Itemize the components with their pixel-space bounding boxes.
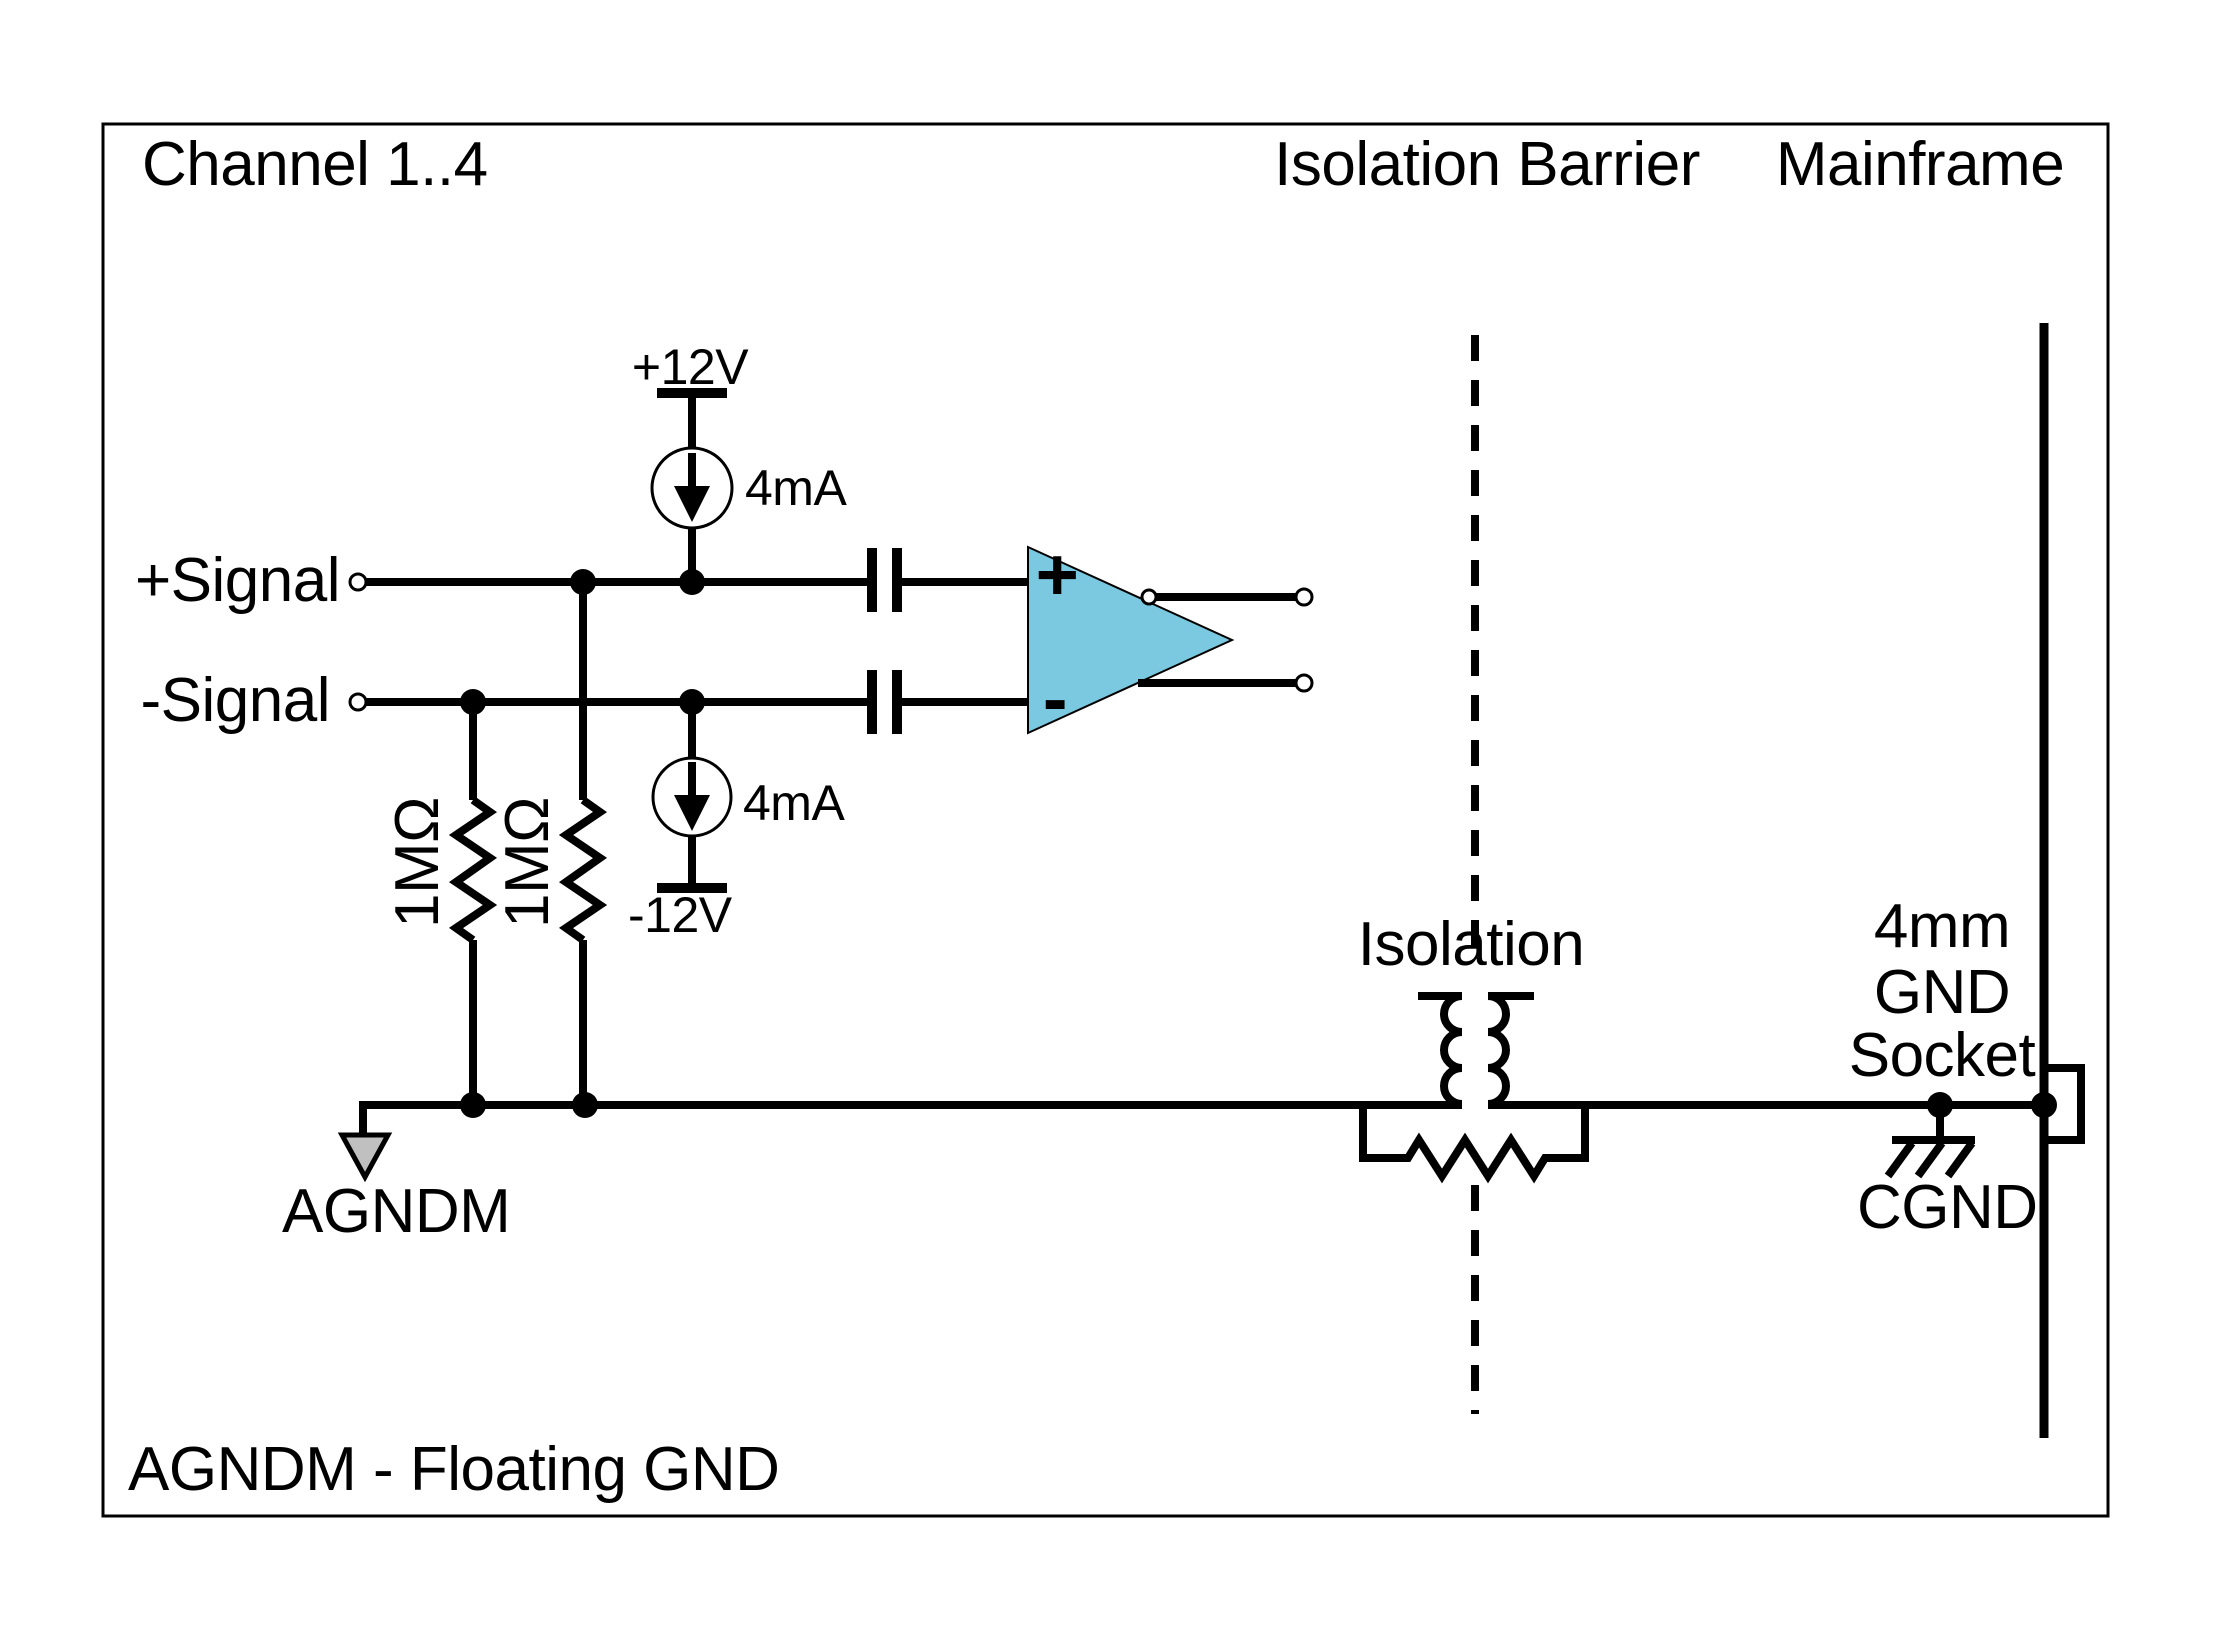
mainframe-title: Mainframe — [1776, 130, 2064, 199]
minus-signal-terminal — [348, 692, 368, 712]
transformer-left-winding-icon — [1418, 992, 1463, 1108]
opamp-output-bottom-terminal — [1294, 673, 1314, 693]
agndm-ground-arrow-icon — [337, 1132, 393, 1183]
cgnd-chassis-ground-icon — [1884, 1105, 1976, 1179]
current-source-top-label: 4mA — [745, 460, 847, 516]
junction-dot — [570, 569, 596, 595]
opamp-plus-input-icon: + — [1036, 533, 1079, 616]
junction-dot — [679, 689, 705, 715]
minus-signal-label: -Signal — [141, 666, 331, 735]
cgnd-label: CGND — [1857, 1173, 2038, 1242]
junction-dot — [460, 689, 486, 715]
junction-dot — [572, 1092, 598, 1118]
capacitor-top-icon — [867, 548, 902, 612]
opamp-minus-input-icon: - — [1043, 657, 1067, 740]
resistor-r1-label: 1MΩ — [383, 797, 452, 928]
resistor-r1-icon — [448, 796, 498, 944]
bypass-resistor-icon — [1359, 1101, 1589, 1184]
junction-dot — [679, 569, 705, 595]
plus-signal-terminal — [348, 572, 368, 592]
gnd-socket-notch-icon — [2044, 1064, 2085, 1144]
socket-label-line3: Socket — [1849, 1021, 2036, 1090]
opamp-triangle — [1027, 545, 1235, 735]
socket-label-line2: GND — [1874, 958, 2010, 1027]
footer-note: AGNDM - Floating GND — [128, 1435, 779, 1504]
current-source-bottom-icon — [651, 756, 733, 838]
resistor-r2-label: 1MΩ — [493, 797, 562, 928]
channel-title: Channel 1..4 — [142, 130, 488, 199]
negative-rail-label: -12V — [628, 887, 733, 943]
diagram-frame — [101, 122, 2110, 1518]
current-source-top-icon — [650, 446, 734, 530]
socket-label-line1: 4mm — [1874, 892, 2010, 961]
plus-signal-label: +Signal — [135, 546, 340, 615]
capacitor-bottom-icon — [867, 670, 902, 734]
positive-rail-label: +12V — [632, 339, 749, 395]
opamp-output-top-node — [1140, 588, 1158, 606]
agndm-label: AGNDM — [282, 1177, 510, 1246]
isolation-barrier-title: Isolation Barrier — [1274, 130, 1700, 199]
current-source-bottom-label: 4mA — [743, 775, 845, 831]
opamp-output-top-terminal — [1294, 587, 1314, 607]
junction-dot — [460, 1092, 486, 1118]
isolation-label: Isolation — [1358, 910, 1584, 979]
resistor-r2-icon — [558, 796, 608, 944]
transformer-right-winding-icon — [1487, 992, 1534, 1108]
